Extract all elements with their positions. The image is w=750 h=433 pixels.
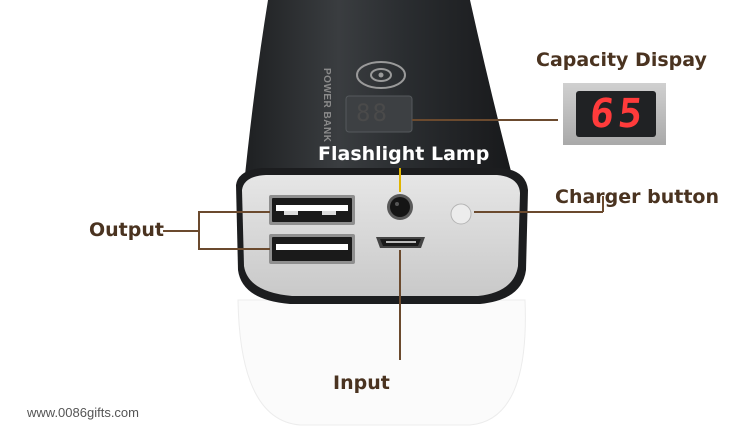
label-charger-button: Charger button: [555, 186, 720, 208]
brand-logo-icon: [356, 61, 406, 89]
reflection: [237, 299, 526, 426]
usb-port-bottom: [269, 234, 355, 264]
website-watermark: www.0086gifts.com: [27, 405, 139, 420]
brand-text: POWER BANK: [321, 68, 332, 143]
label-capacity-display: Capacity Dispay: [536, 49, 707, 71]
flashlight-lens-icon: [387, 194, 413, 220]
label-flashlight-lamp: Flashlight Lamp: [318, 143, 490, 165]
body-display-window: [345, 95, 413, 133]
label-output: Output: [89, 219, 164, 241]
leader-lines: [163, 119, 604, 360]
capacity-reading: 65: [587, 91, 649, 137]
capacity-display-inset: [563, 83, 666, 145]
charger-button-icon: [450, 203, 472, 225]
body-display-digits: 88: [356, 99, 389, 127]
usb-port-top: [269, 195, 355, 225]
micro-usb-port-icon: [376, 237, 425, 248]
label-input: Input: [333, 372, 390, 394]
